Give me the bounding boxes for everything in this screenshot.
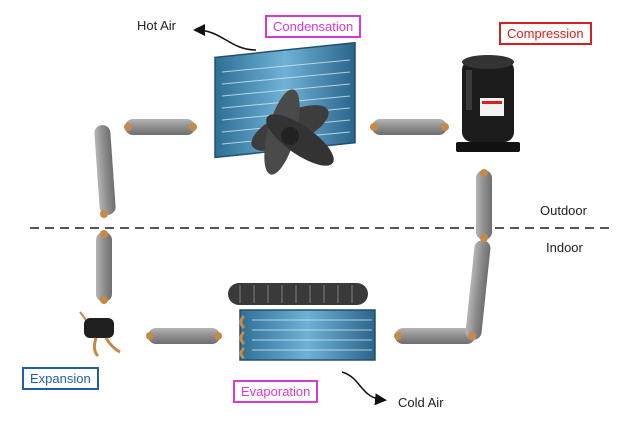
cold-air-arrow bbox=[341, 371, 387, 406]
refrigerant-pipes bbox=[94, 119, 492, 344]
expansion-valve-icon bbox=[79, 311, 121, 358]
fan-icon bbox=[251, 89, 334, 175]
outdoor-label: Outdoor bbox=[540, 203, 587, 218]
expansion-label: Expansion bbox=[22, 367, 99, 390]
compressor-icon bbox=[456, 55, 520, 152]
condensation-label: Condensation bbox=[265, 15, 362, 38]
compression-label: Compression bbox=[499, 22, 592, 45]
hot-air-label: Hot Air bbox=[137, 18, 177, 33]
evaporator-unit-icon bbox=[228, 283, 376, 361]
condenser-unit-icon bbox=[214, 41, 356, 175]
evaporation-label: Evaporation bbox=[233, 380, 319, 403]
hot-air-arrow bbox=[193, 24, 257, 51]
indoor-label: Indoor bbox=[546, 240, 583, 255]
cold-air-label: Cold Air bbox=[398, 395, 444, 410]
